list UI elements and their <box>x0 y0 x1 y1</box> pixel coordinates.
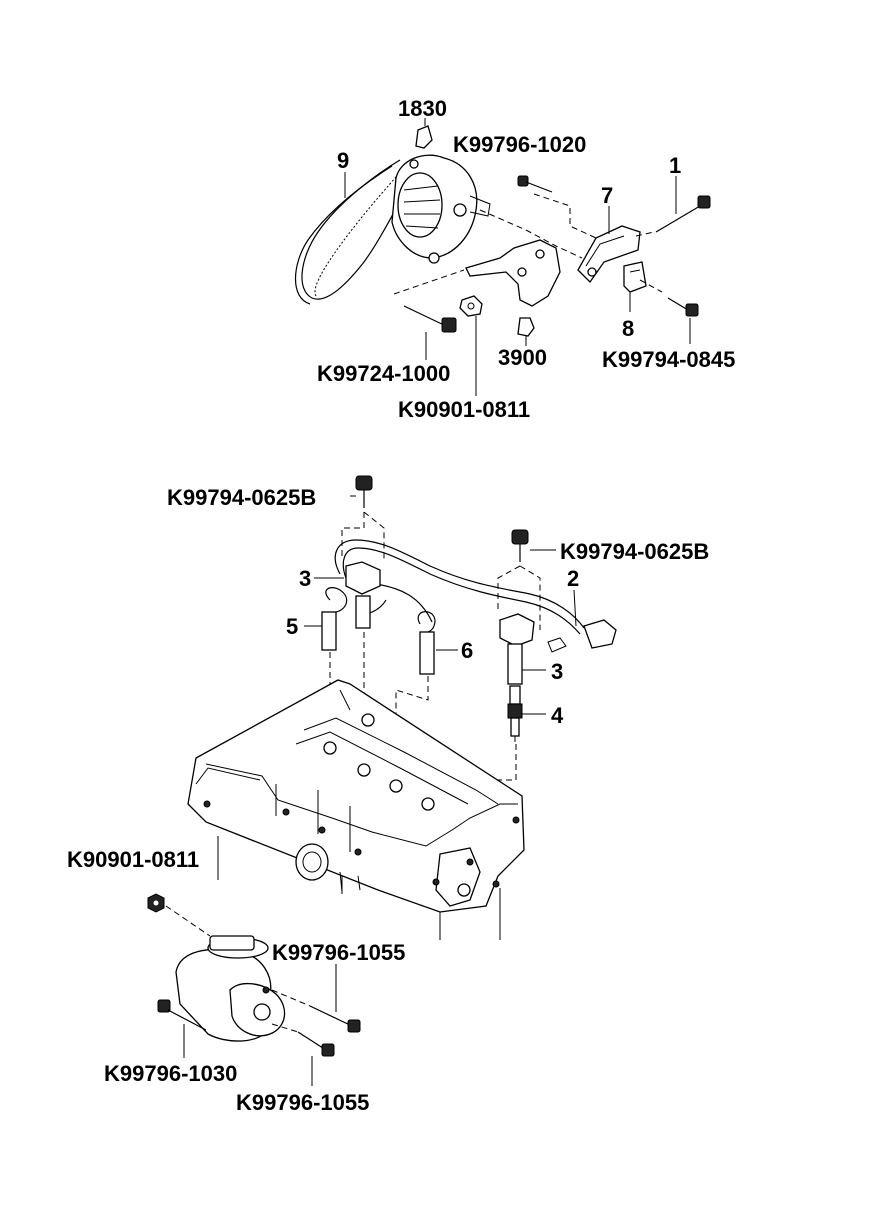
label-3900: 3900 <box>498 345 547 370</box>
label-7: 7 <box>601 183 614 208</box>
bolt-k99794-0845 <box>667 297 699 317</box>
label-k99796-1055-upper: K99796-1055 <box>272 940 406 965</box>
label-3-left: 3 <box>299 566 312 591</box>
label-k99794-0625b-left: K99794-0625B <box>167 485 317 510</box>
adjusting-link <box>577 225 641 284</box>
bolt-k99796-1055-lower <box>297 1031 335 1057</box>
label-1: 1 <box>669 153 682 178</box>
spark-plug <box>507 685 523 742</box>
label-8: 8 <box>622 316 635 341</box>
bolt-k99796-1055-upper <box>309 1005 361 1033</box>
label-k99724-1000: K99724-1000 <box>317 361 451 386</box>
label-9: 9 <box>337 148 350 173</box>
cylinder-head-cover <box>187 679 525 913</box>
starter-motor <box>175 935 286 1042</box>
ht-lead-6 <box>417 611 436 675</box>
label-k99796-1030: K99796-1030 <box>104 1061 238 1086</box>
bushing-8 <box>623 261 647 293</box>
wiring-harness <box>334 539 617 653</box>
sensor-1830 <box>415 118 433 149</box>
ignition-coil-left <box>345 561 381 629</box>
label-1830: 1830 <box>398 96 447 121</box>
label-k99796-1020: K99796-1020 <box>453 132 587 157</box>
label-k90901-0811-top: K90901-0811 <box>398 397 531 422</box>
label-4: 4 <box>551 703 564 728</box>
nut-k90901-0811-bottom <box>147 893 165 913</box>
label-2: 2 <box>567 566 580 591</box>
label-k90901-0811-bottom: K90901-0811 <box>67 847 200 872</box>
ht-lead-5 <box>321 587 348 651</box>
bolt-k99796-1030 <box>157 999 207 1031</box>
bolt-k99724-1000 <box>403 305 457 333</box>
nut-k90901-0811-top <box>459 295 483 317</box>
label-5: 5 <box>286 614 299 639</box>
label-k99794-0625b-right: K99794-0625B <box>560 539 710 564</box>
bolt-k99794-0625b-right <box>511 529 529 562</box>
bolt-1 <box>655 195 711 233</box>
label-6: 6 <box>461 638 474 663</box>
bolt-k99796-1020 <box>517 175 553 193</box>
label-k99794-0845: K99794-0845 <box>602 347 736 372</box>
alternator <box>391 154 491 264</box>
bracket-3900 <box>465 239 561 337</box>
label-k99796-1055-lower: K99796-1055 <box>236 1090 370 1115</box>
drive-belt <box>294 159 413 305</box>
label-3-right: 3 <box>551 659 564 684</box>
bolt-k99794-0625b-left <box>355 475 373 508</box>
ignition-coil-right <box>499 613 535 685</box>
